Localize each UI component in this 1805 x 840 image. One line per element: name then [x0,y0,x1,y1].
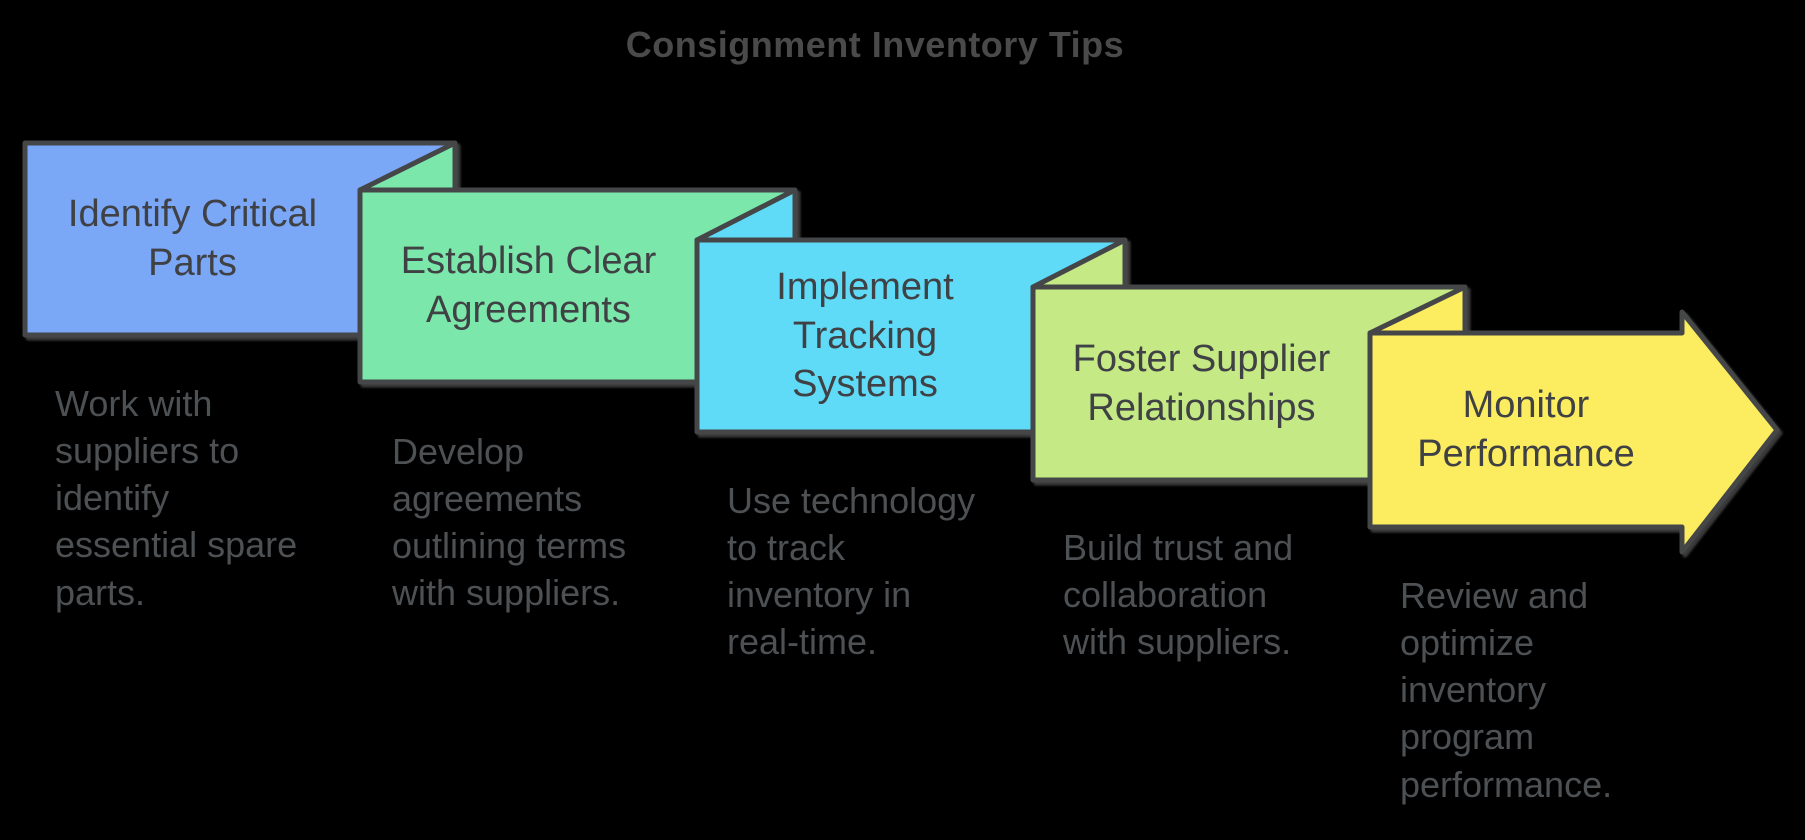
step-5-arrow [1367,309,1780,555]
step-2-description: Develop agreements outlining terms with … [392,431,627,614]
step-5-description: Review and optimize inventory program pe… [1400,575,1613,805]
step-4-shape [1030,237,1468,483]
step-4-fold [1030,237,1128,290]
step-1-label: Identify Critical Parts [67,193,318,284]
step-3-description: Use technology to track inventory in rea… [727,480,976,663]
step-1-description: Work with suppliers to identify essentia… [55,383,298,613]
step-4-description: Build trust and collaboration with suppl… [1063,527,1294,663]
step-3-label: Implement Tracking Systems [776,266,954,406]
step-2-label: Establish Clear Agreements [400,240,657,331]
step-2-fold [357,140,458,193]
step-3-fold [694,187,798,243]
diagram-title: Consignment Inventory Tips [625,24,1125,65]
step-5-fold [1367,284,1468,336]
step-5-shape [1367,284,1780,555]
step-5-label: Monitor Performance [1417,384,1635,475]
step-4-label: Foster Supplier Relationships [1072,337,1331,429]
